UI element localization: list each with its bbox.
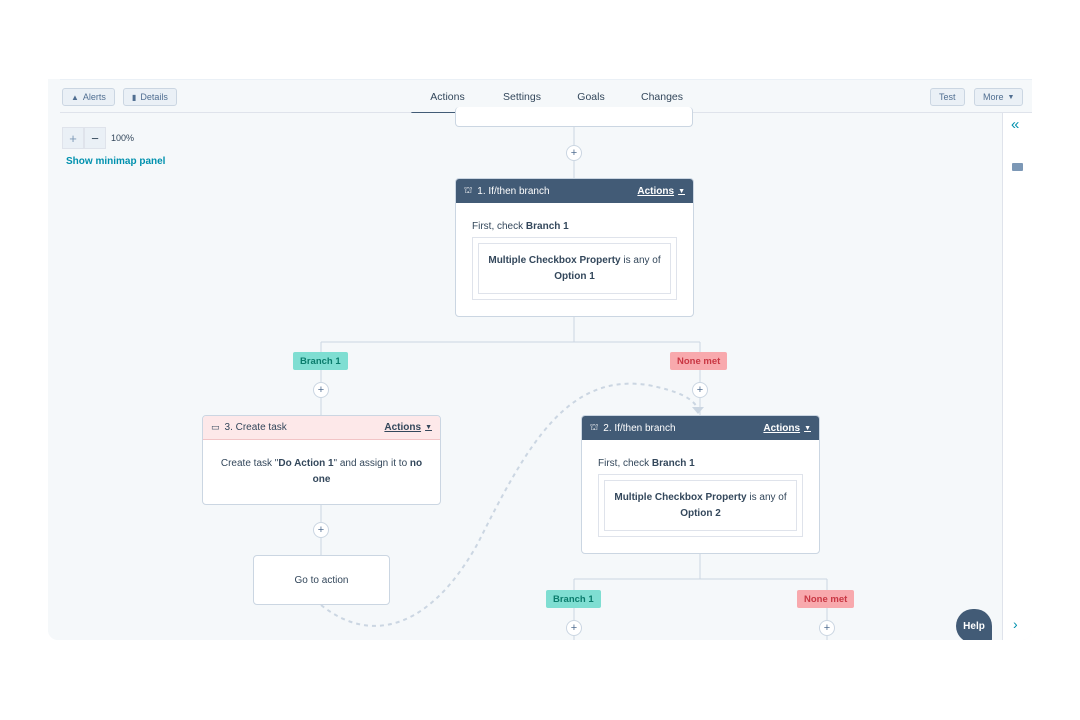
tab-settings[interactable]: Settings: [503, 91, 541, 103]
actions-dropdown[interactable]: Actions ▼: [384, 422, 432, 433]
workflow-canvas[interactable]: + − 100% Show minimap panel + + + + + + …: [48, 107, 1002, 640]
branch-badge: Branch 1: [546, 590, 601, 608]
actions-dropdown[interactable]: Actions ▼: [763, 422, 811, 434]
add-action-button[interactable]: +: [313, 522, 329, 538]
card-header: ⛫ 2. If/then branch Actions ▼: [582, 416, 819, 440]
zoom-out-button[interactable]: −: [84, 127, 106, 149]
help-button[interactable]: Help: [956, 609, 992, 640]
branch-check-text: First, check Branch 1: [472, 221, 569, 232]
tab-changes[interactable]: Changes: [640, 91, 684, 103]
none-met-badge: None met: [797, 590, 855, 608]
go-to-action-card[interactable]: Go to action: [253, 555, 390, 605]
test-button[interactable]: Test: [930, 88, 965, 106]
condition-box: Multiple Checkbox Property is any of Opt…: [598, 474, 803, 537]
comment-icon[interactable]: [1012, 163, 1023, 171]
workflow-editor: ▲ Alerts ▮ Details Actions Settings Goal…: [48, 79, 1032, 640]
warning-icon: ▲: [71, 92, 79, 102]
if-then-branch-card-2[interactable]: ⛫ 2. If/then branch Actions ▼ First, che…: [581, 415, 820, 554]
chevron-right-icon[interactable]: ›: [1013, 616, 1018, 632]
actions-dropdown[interactable]: Actions ▼: [637, 185, 685, 197]
branch-icon: ⛫: [590, 422, 599, 432]
condition-text: Multiple Checkbox Property is any of Opt…: [478, 243, 671, 294]
add-action-button[interactable]: +: [692, 382, 708, 398]
bar-chart-icon: ▮: [132, 92, 137, 102]
calendar-icon: ▭: [211, 422, 220, 432]
caret-down-icon: ▼: [678, 187, 685, 195]
card-header: ⛫ 1. If/then branch Actions ▼: [456, 179, 693, 203]
caret-down-icon: ▼: [1007, 93, 1015, 101]
caret-down-icon: ▼: [425, 424, 432, 431]
create-task-card[interactable]: ▭ 3. Create task Actions ▼ Create task "…: [202, 415, 441, 505]
add-action-button[interactable]: +: [566, 145, 582, 161]
add-action-button[interactable]: +: [566, 620, 582, 636]
zoom-in-button[interactable]: +: [62, 127, 84, 149]
condition-text: Multiple Checkbox Property is any of Opt…: [604, 480, 797, 531]
branch-check-text: First, check Branch 1: [598, 458, 695, 469]
zoom-level: 100%: [111, 133, 135, 143]
branch-icon: ⛫: [464, 185, 473, 195]
show-minimap-link[interactable]: Show minimap panel: [66, 156, 166, 167]
none-met-badge: None met: [670, 352, 728, 370]
task-description: Create task "Do Action 1" and assign it …: [220, 458, 423, 485]
add-action-button[interactable]: +: [313, 382, 329, 398]
condition-box: Multiple Checkbox Property is any of Opt…: [472, 237, 677, 300]
more-button[interactable]: More ▼: [974, 88, 1024, 106]
caret-down-icon: ▼: [804, 424, 811, 432]
collapse-panel-icon[interactable]: «: [1011, 116, 1020, 133]
branch-badge: Branch 1: [293, 352, 348, 370]
tab-goals[interactable]: Goals: [577, 91, 605, 103]
details-button[interactable]: ▮ Details: [123, 88, 177, 106]
add-action-button[interactable]: +: [819, 620, 835, 636]
previous-action-card[interactable]: [455, 107, 693, 127]
alerts-button[interactable]: ▲ Alerts: [62, 88, 115, 106]
card-header: ▭ 3. Create task Actions ▼: [203, 416, 440, 440]
right-side-panel: « ›: [1002, 113, 1032, 640]
if-then-branch-card-1[interactable]: ⛫ 1. If/then branch Actions ▼ First, che…: [455, 178, 694, 317]
